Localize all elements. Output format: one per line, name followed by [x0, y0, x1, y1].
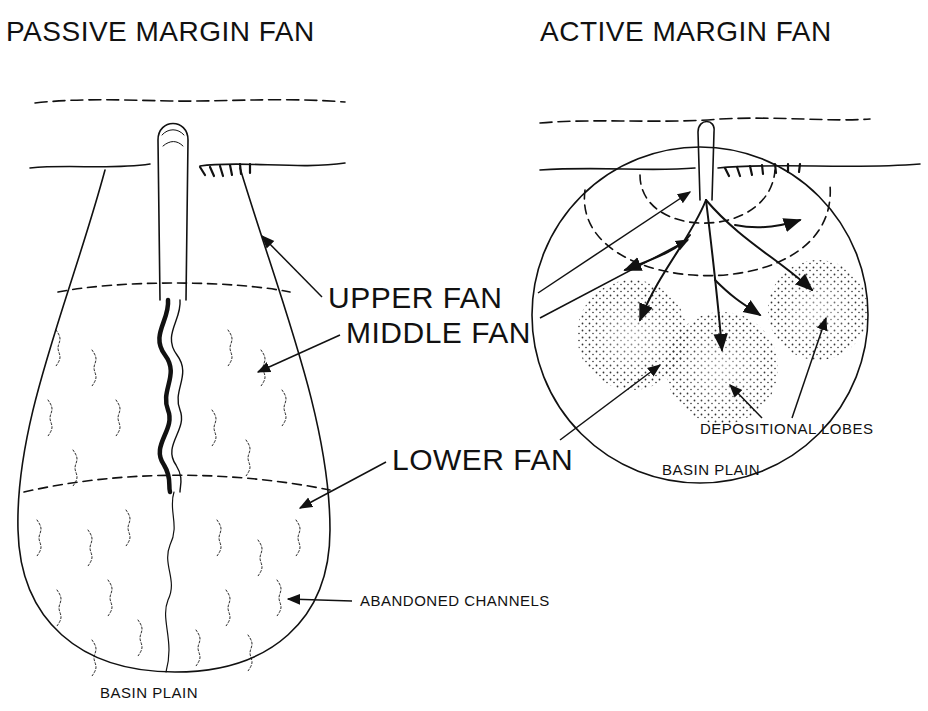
canyon-head [162, 130, 184, 146]
fan-title: PASSIVE MARGIN FAN [6, 18, 315, 46]
upper-middle-boundary [58, 283, 290, 292]
sea-surface [35, 100, 345, 103]
distributary-channels [625, 200, 812, 350]
feature-label: ABANDONED CHANNELS [360, 593, 550, 608]
region-label: BASIN PLAIN [100, 685, 198, 700]
depositional-lobes [577, 260, 868, 424]
middle-lower-boundary [584, 185, 830, 276]
feature-label: DEPOSITIONAL LOBES [700, 421, 874, 436]
region-label: BASIN PLAIN [662, 462, 760, 477]
levee [171, 300, 182, 492]
shelf-edge [540, 164, 920, 170]
scarp-hachure [725, 164, 800, 176]
distal-channel [166, 492, 175, 672]
abandoned-channels [37, 330, 300, 676]
zone-label: MIDDLE FAN [346, 318, 531, 348]
leader-arrows [258, 192, 826, 601]
scarp-hachure [200, 164, 250, 176]
zone-label: LOWER FAN [392, 445, 573, 475]
fan-outline [18, 168, 330, 672]
canyon [158, 124, 188, 301]
leveed-channel [159, 300, 170, 492]
fan-title: ACTIVE MARGIN FAN [540, 18, 832, 46]
canyon [698, 122, 714, 201]
middle-lower-boundary [24, 475, 330, 492]
zone-label: UPPER FAN [328, 283, 503, 313]
